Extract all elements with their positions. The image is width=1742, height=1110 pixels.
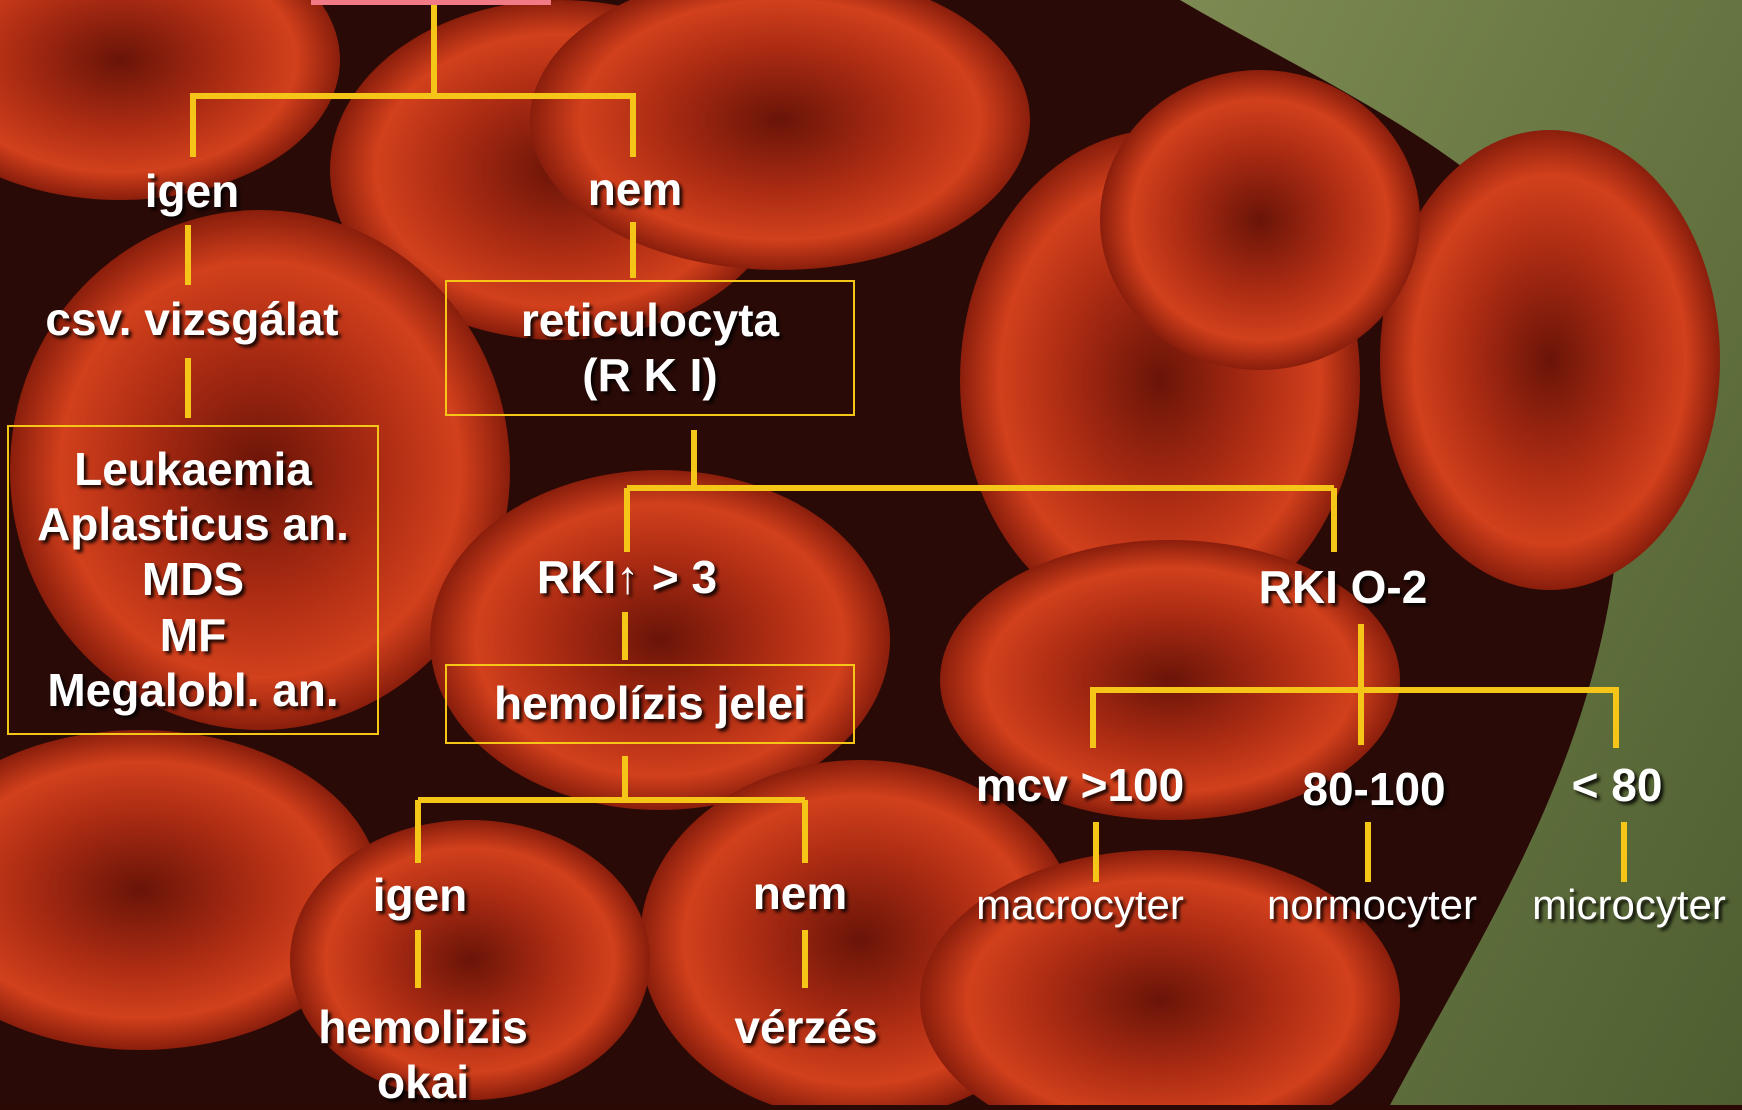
mcv-under-80-label: < 80 <box>1572 758 1663 813</box>
hemolysis-causes-line1: hemolizis <box>318 1000 528 1055</box>
left-diagnoses-box: Leukaemia Aplasticus an. MDS MF Megalobl… <box>7 425 379 735</box>
reticulocyta-box: reticulocyta (R K I) <box>445 280 855 416</box>
microcyter-label: microcyter <box>1532 880 1726 930</box>
right-answer-nem: nem <box>588 162 683 217</box>
diagnosis-item: MDS <box>142 552 244 607</box>
rki-low-label: RKI O-2 <box>1259 560 1428 615</box>
hemolysis-causes-label: hemolizis okai <box>318 1000 528 1110</box>
hemolysis-signs-box: hemolízis jelei <box>445 664 855 744</box>
diagnosis-item: Aplasticus an. <box>37 497 349 552</box>
macrocyter-label: macrocyter <box>976 880 1184 930</box>
left-test-label: csv. vizsgálat <box>45 292 338 347</box>
diagnosis-item: Leukaemia <box>74 442 312 497</box>
hemolysis-causes-line2: okai <box>318 1055 528 1110</box>
hemolysis-yes-label: igen <box>373 868 468 923</box>
normocyter-label: normocyter <box>1267 880 1477 930</box>
diagnosis-item: Megalobl. an. <box>47 663 338 718</box>
diagnosis-item: MF <box>160 608 226 663</box>
hemolysis-no-label: nem <box>753 866 848 921</box>
mcv-80-100-label: 80-100 <box>1302 762 1445 817</box>
reticulocyta-label: reticulocyta <box>521 293 779 348</box>
mcv-over-100-label: mcv >100 <box>976 758 1184 813</box>
rki-abbrev-label: (R K I) <box>582 348 717 403</box>
bleeding-label: vérzés <box>734 1000 877 1055</box>
left-answer-igen: igen <box>145 164 240 219</box>
rki-high-label: RKI↑ > 3 <box>537 550 717 605</box>
hemolysis-signs-label: hemolízis jelei <box>494 676 806 731</box>
